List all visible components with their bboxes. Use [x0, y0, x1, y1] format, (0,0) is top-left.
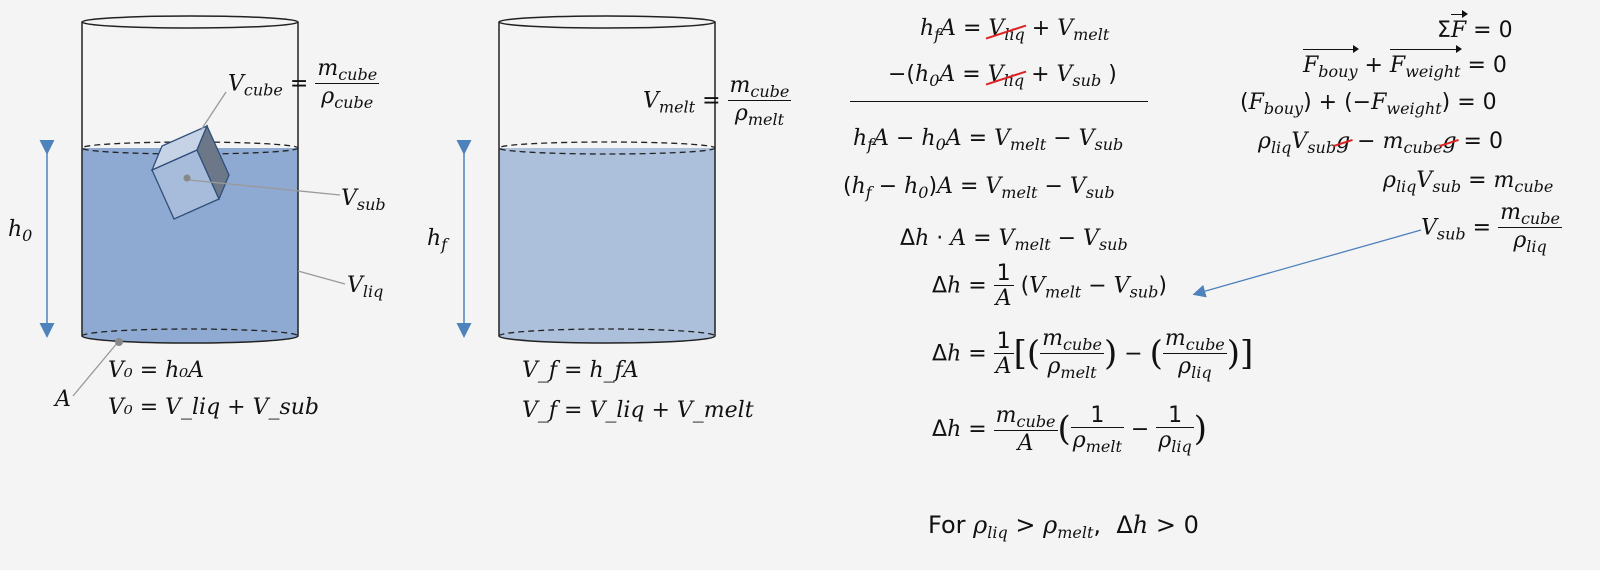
ice-cube: [150, 124, 230, 220]
label-area: A: [55, 387, 71, 412]
label-v-sub: Vsub: [341, 186, 386, 214]
right-eq-vf-hfa: V_f = h_fA: [522, 358, 639, 383]
left-eq-v0-sum: V₀ = V_liq + V_sub: [108, 395, 320, 420]
left-leaders: [72, 91, 346, 397]
force-line-2: Fbouy + Fweight = 0: [1303, 45, 1507, 81]
right-eq-vf-sum: V_f = V_liq + V_melt: [522, 398, 754, 423]
force-line-4: ρliqVsubg − mcubeg = 0: [1258, 129, 1503, 157]
deriv-line-3: hfA − h0A = Vmelt − Vsub: [853, 126, 1124, 154]
force-line-1: ΣF = 0: [1437, 10, 1513, 43]
right-container: [498, 15, 716, 344]
left-top-rim: [81, 15, 299, 29]
deriv-line-4: (hf − h0)A = Vmelt − Vsub: [843, 174, 1115, 202]
cube-point: [183, 174, 191, 182]
conclusion: For ρliq > ρmelt, Δh > 0: [928, 511, 1199, 542]
deriv-line-2: −(h0A = Vliq + Vsub ): [888, 62, 1117, 90]
label-v-cube: Vcube = mcube ρcube: [228, 56, 380, 112]
right-water: [499, 148, 715, 343]
label-v-melt: Vmelt = mcube ρmelt: [643, 73, 792, 129]
force-line-5: ρliqVsub = mcube: [1383, 168, 1554, 196]
right-top-rim: [498, 15, 716, 29]
deriv-line-1: hfA = Vliq + Vmelt: [920, 16, 1110, 44]
left-eq-v0-h0a: V₀ = h₀A: [108, 358, 205, 383]
substitution-arrow: [1192, 229, 1422, 298]
right-water-surface: [498, 141, 716, 155]
subtraction-rule: [850, 101, 1148, 102]
label-hf: hf: [427, 226, 448, 254]
label-h0: h0: [8, 217, 33, 245]
force-line-3: (Fbouy) + (−Fweight) = 0: [1240, 90, 1497, 118]
deriv-line-5: Δh · A = Vmelt − Vsub: [900, 226, 1128, 254]
label-v-liq: Vliq: [347, 273, 384, 301]
area-point: [115, 338, 123, 346]
left-water: [82, 148, 298, 343]
